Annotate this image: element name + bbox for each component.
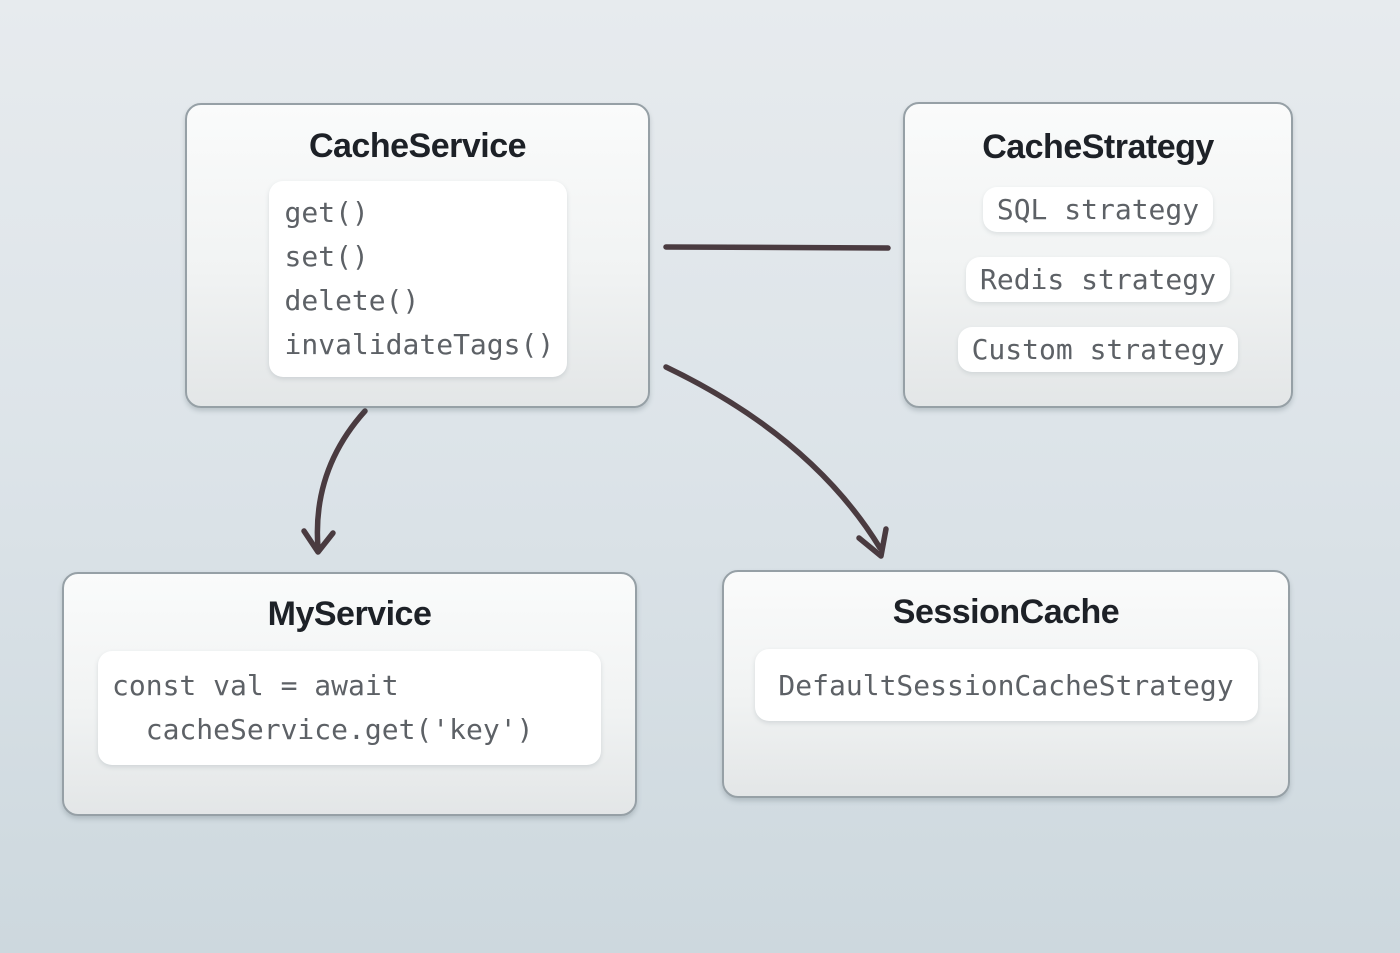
code-line: cacheService.get('key') — [112, 713, 534, 746]
node-cache-strategy: CacheStrategy SQL strategy Redis strateg… — [903, 102, 1293, 408]
cache-service-methods-panel: get() set() delete() invalidateTags() — [268, 181, 567, 377]
session-cache-strategy-panel: DefaultSessionCacheStrategy — [754, 649, 1258, 721]
node-my-service: MyService const val = await cacheService… — [62, 572, 637, 816]
strategy-redis: Redis strategy — [965, 257, 1230, 302]
node-session-cache: SessionCache DefaultSessionCacheStrategy — [722, 570, 1290, 798]
arrowhead-down-right-icon — [856, 526, 889, 559]
node-cache-service: CacheService get() set() delete() invali… — [185, 103, 650, 408]
code-line: const val = await — [112, 669, 399, 702]
edge-cacheservice-sessioncache-arrow — [663, 364, 883, 551]
node-title: CacheService — [308, 127, 527, 165]
method-invalidate-tags: invalidateTags() — [284, 328, 555, 361]
edge-cacheservice-myservice-arrow — [314, 408, 368, 551]
edge-cacheservice-cachestrategy-line — [663, 244, 891, 251]
node-title: MyService — [267, 595, 432, 633]
method-delete: delete() — [284, 284, 420, 317]
strategy-custom: Custom strategy — [957, 327, 1239, 372]
strategy-sql: SQL strategy — [982, 187, 1214, 232]
method-set: set() — [284, 240, 369, 273]
arrowhead-down-icon — [301, 528, 336, 555]
node-title: CacheStrategy — [982, 128, 1214, 166]
node-title: SessionCache — [892, 593, 1120, 631]
method-get: get() — [284, 196, 369, 229]
my-service-code-panel: const val = await cacheService.get('key'… — [98, 651, 601, 765]
strategy-list: SQL strategy Redis strategy Custom strat… — [957, 187, 1239, 372]
